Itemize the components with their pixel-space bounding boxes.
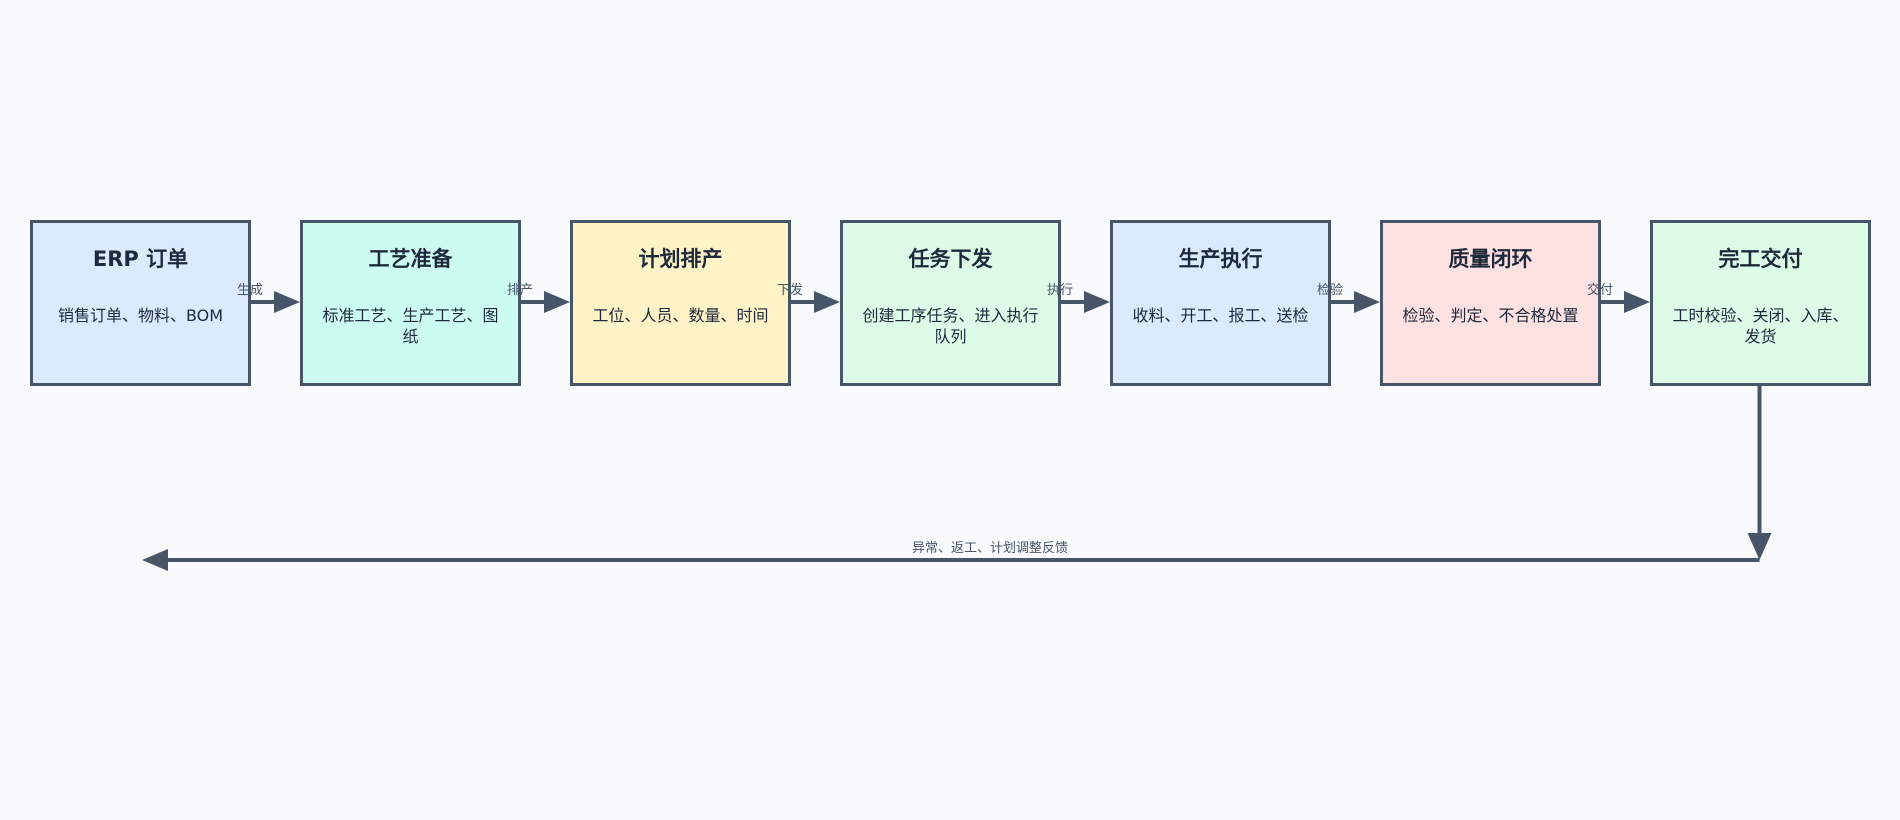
edge-label-generate: 生成 xyxy=(237,283,264,298)
flow-arrow-head xyxy=(1354,291,1380,313)
node-desc: 工时校验、关闭、入库、发货 xyxy=(1672,306,1849,346)
flow-arrow-head xyxy=(544,291,570,313)
node-desc: 收料、开工、报工、送检 xyxy=(1132,306,1309,325)
node-desc: 标准工艺、生产工艺、图纸 xyxy=(322,306,499,346)
flow-arrow-head xyxy=(274,291,300,313)
node-desc: 销售订单、物料、BOM xyxy=(57,306,224,325)
edge-label-deliver: 交付 xyxy=(1587,283,1614,298)
feedback-label: 异常、返工、计划调整反馈 xyxy=(912,541,1069,556)
node-title: 完工交付 xyxy=(1718,247,1803,271)
node-quality-loop: 质量闭环 检验、判定、不合格处置 xyxy=(1380,220,1601,386)
node-production: 生产执行 收料、开工、报工、送检 xyxy=(1110,220,1331,386)
node-process-prep: 工艺准备 标准工艺、生产工艺、图纸 xyxy=(300,220,521,386)
flow-arrow-head xyxy=(1624,291,1650,313)
edge-label-dispatch: 下发 xyxy=(777,283,804,298)
node-title: 质量闭环 xyxy=(1448,247,1533,271)
node-erp-order: ERP 订单 销售订单、物料、BOM xyxy=(30,220,251,386)
node-scheduling: 计划排产 工位、人员、数量、时间 xyxy=(570,220,791,386)
node-title: 工艺准备 xyxy=(368,247,453,271)
node-title: 生产执行 xyxy=(1178,247,1263,271)
node-desc: 工位、人员、数量、时间 xyxy=(592,306,769,325)
edge-label-inspect: 检验 xyxy=(1317,283,1344,298)
flow-arrow-head xyxy=(1084,291,1110,313)
node-title: 任务下发 xyxy=(908,247,993,271)
feedback-left-head xyxy=(142,549,168,571)
edge-label-execute: 执行 xyxy=(1047,283,1074,298)
node-desc: 创建工序任务、进入执行队列 xyxy=(862,306,1039,346)
edge-label-schedule: 排产 xyxy=(507,283,534,298)
flow-arrow-head xyxy=(814,291,840,313)
node-title: 计划排产 xyxy=(638,247,723,271)
feedback-down-head xyxy=(1747,533,1772,560)
node-task-dispatch: 任务下发 创建工序任务、进入执行队列 xyxy=(840,220,1061,386)
node-desc: 检验、判定、不合格处置 xyxy=(1402,306,1579,325)
node-delivery: 完工交付 工时校验、关闭、入库、发货 xyxy=(1650,220,1871,386)
node-title: ERP 订单 xyxy=(92,247,189,271)
